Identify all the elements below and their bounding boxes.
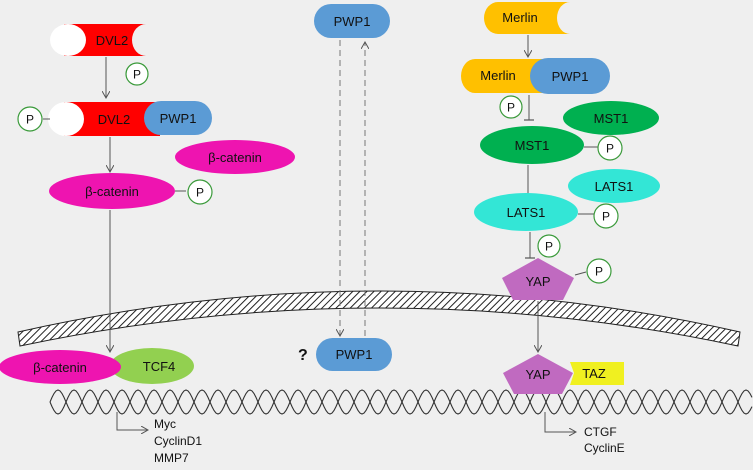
pwp1-dvl2-node: PWP1 <box>144 101 212 135</box>
beta-catenin-free-node: β-catenin <box>175 140 295 174</box>
pwp1-cytoplasm-node: PWP1 <box>314 4 390 38</box>
svg-text:PWP1: PWP1 <box>334 14 371 29</box>
phospho-mst1: P <box>597 135 623 161</box>
beta-catenin-nuclear-node: β-catenin <box>0 350 121 384</box>
svg-text:β-catenin: β-catenin <box>85 184 139 199</box>
svg-text:β-catenin: β-catenin <box>33 360 87 375</box>
arrow-transcription-left <box>116 412 148 430</box>
phospho-dvl2-top: P <box>125 62 149 86</box>
dna-strand-2 <box>49 389 753 415</box>
gene-cycline: CyclinE <box>584 441 625 455</box>
dvl2-top-label: DVL2 <box>96 33 129 48</box>
lats1-free-node: LATS1 <box>568 169 660 203</box>
phospho-link-yap <box>574 271 587 276</box>
svg-text:LATS1: LATS1 <box>507 205 546 220</box>
svg-text:P: P <box>606 142 614 156</box>
dvl2-top-node: DVL2 <box>50 24 146 56</box>
svg-text:YAP: YAP <box>525 367 550 382</box>
phospho-bcatenin: P <box>187 179 213 205</box>
pwp1-merlin-node: PWP1 <box>530 58 610 94</box>
phospho-yap: P <box>586 258 612 284</box>
phospho-dvl2-bottom: P <box>17 106 43 132</box>
svg-text:P: P <box>507 101 515 115</box>
svg-text:PWP1: PWP1 <box>552 69 589 84</box>
tcf4-node: TCF4 <box>110 348 194 384</box>
svg-text:MST1: MST1 <box>515 138 550 153</box>
mst1-free-node: MST1 <box>563 101 659 135</box>
svg-text:LATS1: LATS1 <box>595 179 634 194</box>
phospho-lats1: P <box>593 203 619 229</box>
dvl2-bottom-label: DVL2 <box>98 112 131 127</box>
svg-text:P: P <box>595 265 603 279</box>
yap-node: YAP <box>502 258 574 300</box>
merlin-top-node: Merlin <box>484 2 570 34</box>
svg-text:MST1: MST1 <box>594 111 629 126</box>
dvl2-bottom-node: DVL2 <box>48 102 160 136</box>
yap-nuclear-node: YAP <box>503 354 573 394</box>
svg-text:P: P <box>196 186 204 200</box>
svg-text:Merlin: Merlin <box>502 10 537 25</box>
arrow-transcription-right <box>544 412 576 432</box>
pwp1-dvl2-label: PWP1 <box>160 111 197 126</box>
dna-strand-1 <box>49 389 753 415</box>
svg-text:Merlin: Merlin <box>480 68 515 83</box>
svg-text:YAP: YAP <box>525 274 550 289</box>
svg-text:β-catenin: β-catenin <box>208 150 262 165</box>
gene-mmp7: MMP7 <box>154 451 189 465</box>
gene-ctgf: CTGF <box>584 425 617 439</box>
cell-membrane <box>17 290 741 347</box>
svg-text:P: P <box>133 68 141 82</box>
phospho-mst1-top: P <box>499 95 523 119</box>
gene-cyclind1: CyclinD1 <box>154 434 202 448</box>
svg-text:TCF4: TCF4 <box>143 359 176 374</box>
taz-node: TAZ <box>570 362 624 385</box>
beta-catenin-mid-node: β-catenin <box>49 173 175 209</box>
svg-text:PWP1: PWP1 <box>336 347 373 362</box>
svg-text:P: P <box>602 210 610 224</box>
gene-myc: Myc <box>154 417 176 431</box>
merlin-complex-node: Merlin <box>461 59 548 93</box>
lats1-node: LATS1 <box>474 193 578 231</box>
svg-text:TAZ: TAZ <box>582 366 606 381</box>
svg-text:P: P <box>545 240 553 254</box>
unknown-function-mark: ? <box>298 347 308 364</box>
pwp1-nuclear-node: PWP1 <box>316 338 392 371</box>
phospho-yap-top: P <box>537 234 561 258</box>
mst1-node: MST1 <box>480 126 584 164</box>
svg-text:P: P <box>26 113 34 127</box>
